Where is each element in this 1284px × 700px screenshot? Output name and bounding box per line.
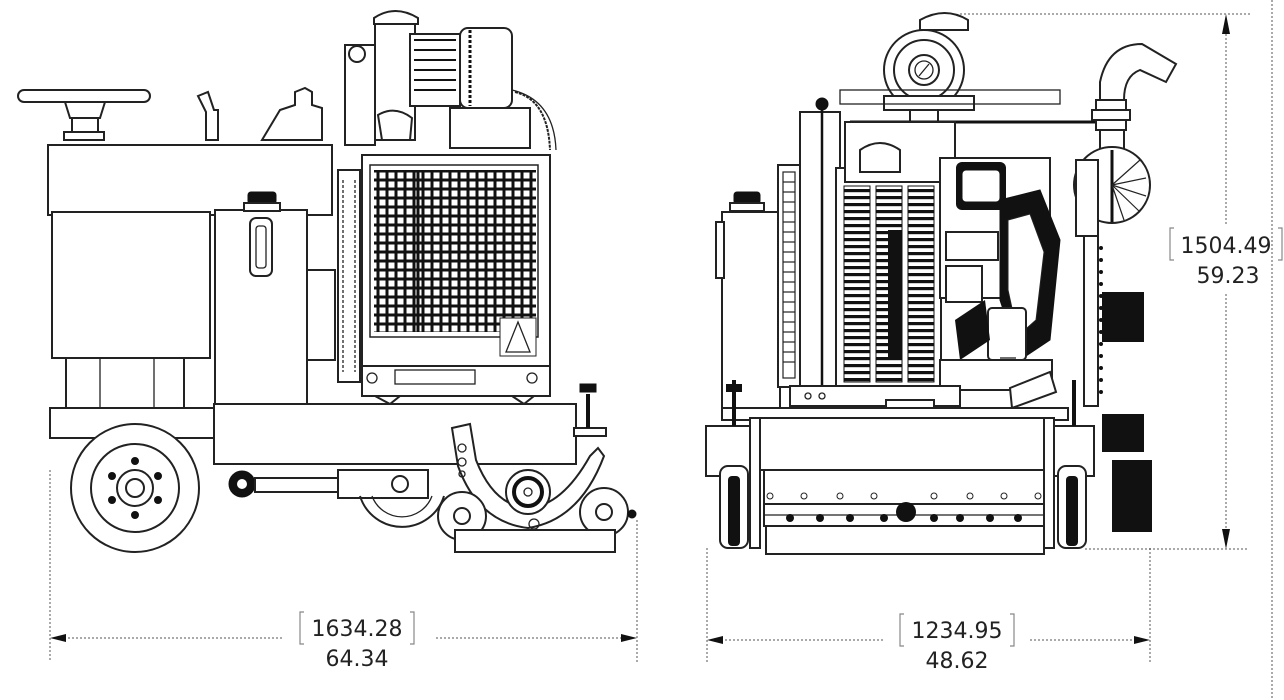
control-lever-icon <box>196 90 219 141</box>
drive-linkage <box>228 469 445 528</box>
arrowhead-right-icon <box>1134 636 1150 644</box>
turbo-icon <box>1073 146 1151 237</box>
reservoir-icon <box>260 86 323 141</box>
tank-cap-icon <box>729 191 765 212</box>
arrowhead-left-icon <box>50 634 66 642</box>
counterweight-3 <box>1112 460 1152 532</box>
warning-triangle-icon <box>505 320 531 353</box>
radiator-side <box>337 169 361 383</box>
radiator-grille <box>374 170 537 357</box>
width-mm-label: 1234.95 <box>912 619 1003 644</box>
steering-wheel-icon <box>17 89 151 141</box>
arrowhead-down-icon <box>1222 529 1230 549</box>
right-wheel-icon <box>1043 380 1095 549</box>
dimension-height: 1504.49 59.23 <box>960 0 1283 700</box>
height-mm-label: 1504.49 <box>1181 234 1272 259</box>
front-view <box>705 12 1178 555</box>
side-tank <box>721 211 781 413</box>
dimension-width: 1234.95 48.62 <box>706 548 1151 674</box>
oil-filter-icon <box>987 307 1027 361</box>
sight-glass-icon <box>249 217 273 277</box>
air-cap-icon <box>373 10 419 25</box>
brush-hub-icon <box>896 502 916 522</box>
brush-deck <box>759 417 1047 471</box>
battery-box <box>51 211 211 359</box>
arrowhead-right-icon <box>621 634 637 642</box>
side-view <box>17 10 637 553</box>
dimension-length: 1634.28 64.34 <box>49 470 638 672</box>
tank-cap-icon <box>243 191 281 212</box>
counterweight-1 <box>1102 292 1144 342</box>
engine-top <box>344 10 557 151</box>
exhaust-pipe-icon <box>1091 42 1178 161</box>
rear-wheel-icon <box>70 423 200 553</box>
counterweight-2 <box>1102 414 1144 452</box>
length-in-label: 64.34 <box>326 647 389 672</box>
arrowhead-left-icon <box>707 636 723 644</box>
width-in-label: 48.62 <box>926 649 989 674</box>
left-wheel-icon <box>705 380 761 549</box>
chassis-main <box>213 403 577 465</box>
engine-block <box>844 121 1061 410</box>
length-mm-label: 1634.28 <box>312 617 403 642</box>
upper-housing <box>47 144 333 216</box>
radiator-fins <box>342 180 356 372</box>
arrowhead-up-icon <box>1222 14 1230 34</box>
height-in-label: 59.23 <box>1197 264 1260 289</box>
grille-louvers <box>843 185 935 383</box>
front-caster-assembly <box>437 383 637 553</box>
